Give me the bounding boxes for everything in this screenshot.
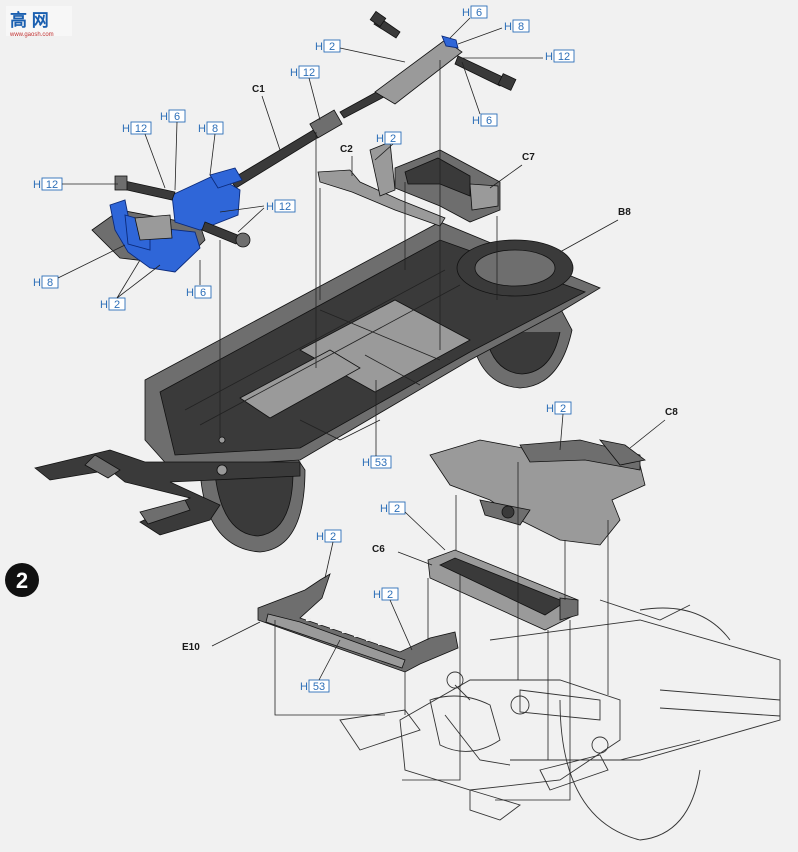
label-c7: C7 — [522, 152, 535, 163]
svg-text:H: H — [545, 51, 553, 63]
svg-text:8: 8 — [212, 123, 218, 135]
svg-text:H: H — [186, 287, 194, 299]
svg-text:2: 2 — [114, 299, 120, 311]
callout-h12-farleft: H 12 — [33, 177, 118, 191]
panel-e10 — [257, 573, 459, 673]
label-e10: E10 — [182, 642, 200, 653]
step-number: 2 — [16, 568, 28, 593]
svg-text:H: H — [504, 21, 512, 33]
svg-text:53: 53 — [313, 681, 325, 693]
svg-text:H: H — [266, 201, 274, 213]
svg-text:8: 8 — [47, 277, 53, 289]
label-c8: C8 — [665, 407, 678, 418]
logo-text: 高 网 — [10, 10, 49, 30]
rear-suspension-outline — [489, 599, 781, 841]
svg-text:H: H — [546, 403, 554, 415]
svg-text:2: 2 — [387, 589, 393, 601]
svg-text:8: 8 — [518, 21, 524, 33]
svg-text:H: H — [198, 123, 206, 135]
svg-text:H: H — [160, 111, 168, 123]
bracket-c7 — [394, 149, 501, 223]
callout-h12-right: H 12 — [462, 49, 575, 63]
guide-lines-upper — [199, 60, 498, 438]
svg-text:H: H — [316, 531, 324, 543]
svg-text:12: 12 — [303, 67, 315, 79]
part-labels: C1 C2 C7 B8 C8 C6 E10 — [182, 84, 678, 653]
svg-text:6: 6 — [486, 115, 492, 127]
svg-text:H: H — [362, 457, 370, 469]
callout-h53-floor: H 53 — [362, 380, 392, 469]
svg-text:H: H — [290, 67, 298, 79]
e10-holes — [306, 618, 383, 645]
svg-text:12: 12 — [46, 179, 58, 191]
svg-text:H: H — [472, 115, 480, 127]
svg-text:12: 12 — [279, 201, 291, 213]
step-number-badge: 2 — [5, 563, 39, 597]
label-c6: C6 — [372, 544, 385, 555]
callout-h12-left1: H 12 — [122, 121, 166, 189]
site-logo: 高 网 www.gaosh.com — [6, 6, 72, 38]
svg-text:12: 12 — [135, 123, 147, 135]
svg-text:H: H — [33, 277, 41, 289]
label-c2: C2 — [340, 144, 353, 155]
crossmember-c6 — [427, 549, 579, 631]
svg-text:2: 2 — [329, 41, 335, 53]
svg-text:H: H — [100, 299, 108, 311]
guide-lines-lower — [274, 462, 609, 801]
svg-text:H: H — [300, 681, 308, 693]
svg-text:6: 6 — [476, 7, 482, 19]
rear-axle-assembly — [339, 671, 621, 821]
svg-text:H: H — [462, 7, 470, 19]
svg-text:H: H — [315, 41, 323, 53]
callout-h12-mid: H 12 — [290, 65, 321, 121]
logo-url: www.gaosh.com — [9, 32, 54, 38]
svg-text:6: 6 — [200, 287, 206, 299]
chassis-b8 — [34, 221, 601, 553]
svg-text:6: 6 — [174, 111, 180, 123]
svg-text:2: 2 — [330, 531, 336, 543]
svg-text:H: H — [33, 179, 41, 191]
label-c1: C1 — [252, 84, 265, 95]
transmission-assembly — [91, 167, 251, 273]
svg-text:53: 53 — [375, 457, 387, 469]
label-b8: B8 — [618, 207, 631, 218]
crossmember-c8 — [429, 439, 646, 546]
svg-text:H: H — [380, 503, 388, 515]
svg-text:2: 2 — [390, 133, 396, 145]
svg-text:2: 2 — [560, 403, 566, 415]
svg-text:12: 12 — [558, 51, 570, 63]
link-c2 — [317, 141, 446, 227]
drive-shaft-c1 — [229, 10, 517, 189]
svg-text:2: 2 — [394, 503, 400, 515]
callout-h12-trans: H 12 — [219, 199, 296, 233]
svg-text:H: H — [373, 589, 381, 601]
svg-text:H: H — [376, 133, 384, 145]
svg-text:H: H — [122, 123, 130, 135]
callout-h53-e10: H 53 — [300, 639, 341, 693]
